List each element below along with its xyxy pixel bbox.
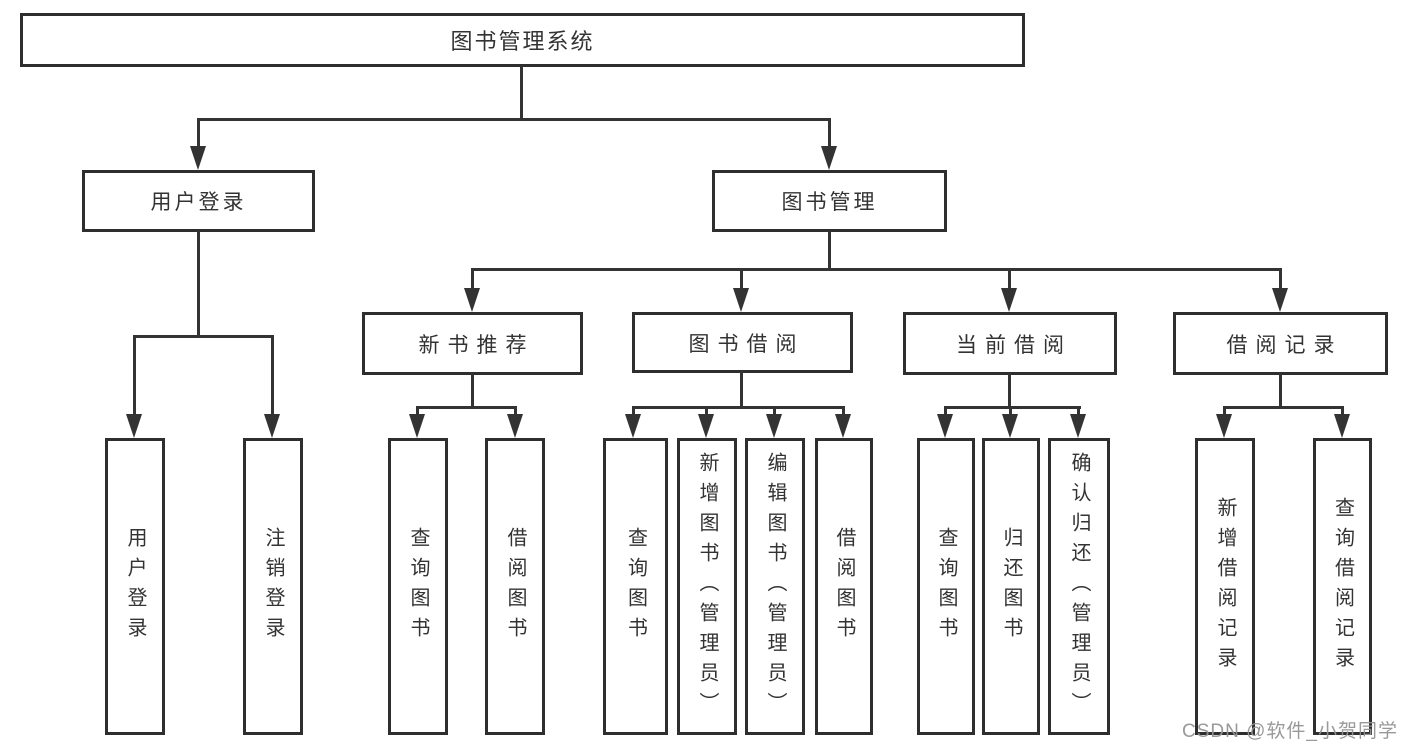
arrow-down-icon [1272, 288, 1288, 312]
leaf-borrow-books-recommend: 借阅图书 [485, 438, 545, 735]
connector-hline [632, 406, 844, 409]
node-borrow-records: 借阅记录 [1173, 312, 1388, 375]
connector-hline [471, 268, 1282, 271]
node-root-library-system: 图书管理系统 [20, 13, 1025, 67]
arrow-down-icon [821, 146, 837, 170]
connector-vline [740, 371, 743, 409]
node-new-book-recommend: 新书推荐 [362, 312, 583, 375]
node-book-management: 图书管理 [712, 170, 947, 232]
connector-vline [271, 335, 274, 415]
connector-vline [416, 406, 419, 416]
leaf-add-books-admin: 新增图书（管理员） [677, 438, 737, 735]
leaf-query-borrow-record: 查询借阅记录 [1313, 438, 1372, 735]
leaf-label: 新增借阅记录 [1214, 496, 1236, 677]
csdn-watermark: CSDN @软件_小贺同学 [1182, 721, 1398, 742]
connector-vline [520, 66, 523, 120]
arrow-down-icon [937, 414, 953, 438]
connector-vline [471, 373, 474, 409]
connector-vline [1223, 406, 1226, 416]
leaf-label: 借阅图书 [504, 526, 526, 647]
leaf-query-books-current: 查询图书 [917, 438, 975, 735]
leaf-label: 确认归还（管理员） [1068, 451, 1090, 722]
leaf-label: 借阅图书 [833, 526, 855, 647]
connector-vline [773, 406, 776, 416]
connector-vline [197, 118, 200, 148]
leaf-label: 查询图书 [935, 526, 957, 647]
leaf-label: 查询借阅记录 [1331, 496, 1354, 677]
connector-vline [842, 406, 845, 416]
arrow-down-icon [733, 288, 749, 312]
connector-vline [828, 118, 831, 148]
arrow-down-icon [698, 414, 714, 438]
node-book-borrow: 图书借阅 [632, 312, 853, 373]
node-user-login: 用户登录 [82, 170, 315, 232]
connector-vline [740, 268, 743, 290]
leaf-confirm-return-admin: 确认归还（管理员） [1048, 438, 1110, 735]
arrow-down-icon [264, 414, 280, 438]
node-current-borrow: 当前借阅 [903, 312, 1117, 375]
arrow-down-icon [1002, 414, 1018, 438]
leaf-user-login: 用户登录 [105, 438, 165, 735]
arrow-down-icon [835, 414, 851, 438]
arrow-down-icon [190, 146, 206, 170]
connector-vline [1009, 406, 1012, 416]
leaf-label: 查询图书 [407, 526, 429, 647]
arrow-down-icon [1334, 414, 1350, 438]
connector-vline [197, 231, 200, 337]
leaf-label: 归还图书 [1000, 526, 1022, 647]
connector-vline [133, 335, 136, 415]
connector-hline [944, 406, 1081, 409]
connector-vline [1279, 268, 1282, 290]
arrow-down-icon [625, 414, 641, 438]
arrow-down-icon [1216, 414, 1232, 438]
arrow-down-icon [1001, 288, 1017, 312]
leaf-query-books-recommend: 查询图书 [388, 438, 448, 735]
leaf-label: 用户登录 [124, 526, 146, 647]
connector-vline [1279, 373, 1282, 409]
arrow-down-icon [1070, 414, 1086, 438]
connector-hline [416, 406, 517, 409]
connector-vline [944, 406, 947, 416]
leaf-label: 编辑图书（管理员） [764, 451, 786, 722]
connector-vline [514, 406, 517, 416]
connector-vline [1008, 373, 1011, 409]
connector-vline [1008, 268, 1011, 290]
connector-hline [197, 118, 831, 121]
leaf-label: 注销登录 [262, 526, 284, 647]
arrow-down-icon [766, 414, 782, 438]
connector-hline [1223, 406, 1344, 409]
leaf-return-books: 归还图书 [982, 438, 1040, 735]
connector-vline [1077, 406, 1080, 416]
leaf-borrow-books: 借阅图书 [815, 438, 873, 735]
connector-vline [1341, 406, 1344, 416]
connector-vline [471, 268, 474, 290]
leaf-query-books-borrow: 查询图书 [603, 438, 668, 735]
leaf-edit-books-admin: 编辑图书（管理员） [745, 438, 805, 735]
arrow-down-icon [507, 414, 523, 438]
connector-vline [828, 231, 831, 271]
arrow-down-icon [409, 414, 425, 438]
connector-vline [632, 406, 635, 416]
leaf-logout: 注销登录 [243, 438, 303, 735]
leaf-label: 新增图书（管理员） [696, 451, 718, 722]
arrow-down-icon [126, 414, 142, 438]
leaf-label: 查询图书 [624, 526, 647, 647]
connector-vline [705, 406, 708, 416]
leaf-add-borrow-record: 新增借阅记录 [1195, 438, 1255, 735]
arrow-down-icon [464, 288, 480, 312]
connector-hline [133, 335, 274, 338]
